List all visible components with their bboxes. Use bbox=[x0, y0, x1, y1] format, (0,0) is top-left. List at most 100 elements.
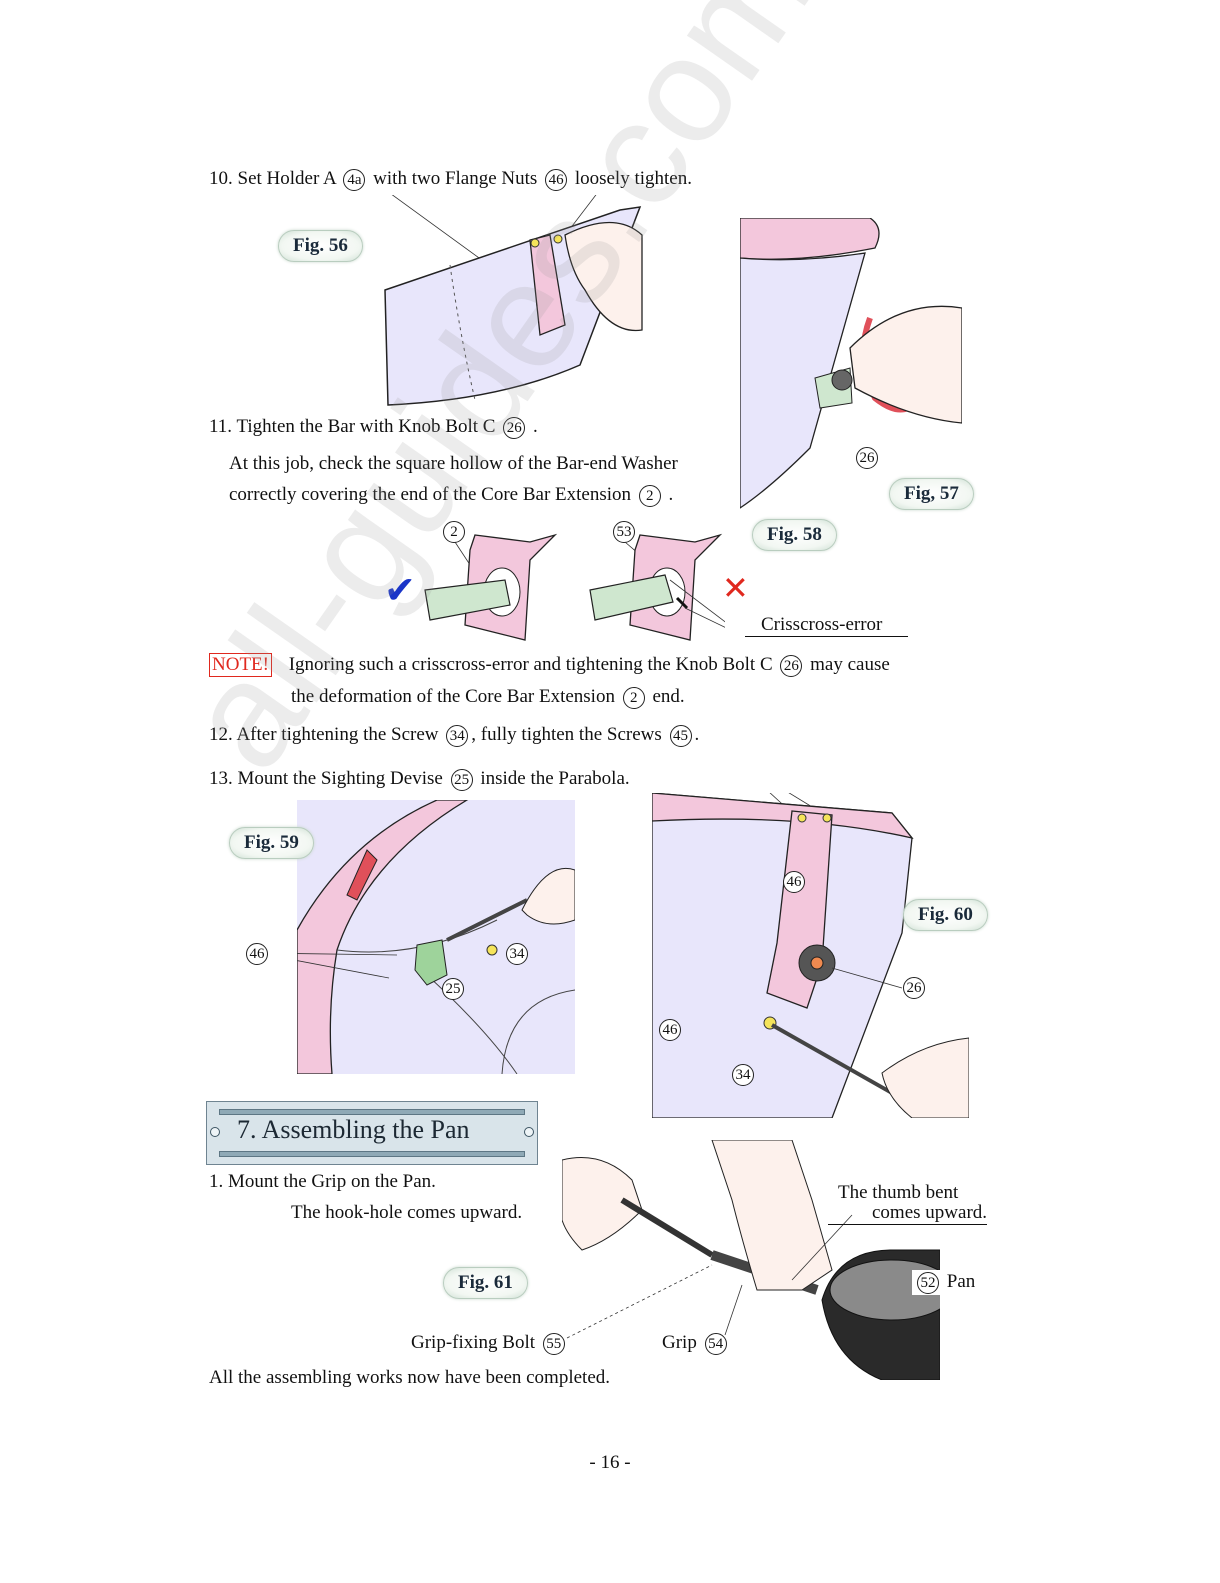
parabola-rim bbox=[740, 218, 880, 260]
fig-60-callout-46-bottom: 46 bbox=[659, 1019, 681, 1041]
pan-step-1: 1. Mount the Grip on the Pan. bbox=[209, 1171, 436, 1192]
flange-nut bbox=[530, 238, 540, 248]
part-number: 2 bbox=[622, 686, 645, 709]
fig-61-illustration bbox=[562, 1140, 940, 1380]
grip-callout: Grip 54 bbox=[662, 1332, 730, 1355]
leader-line bbox=[566, 1264, 713, 1339]
part-number: 46 bbox=[545, 168, 568, 191]
leader-line bbox=[684, 607, 725, 628]
fig-58-correct-illustration bbox=[424, 533, 558, 641]
panel-seam bbox=[449, 264, 476, 401]
hand bbox=[564, 221, 643, 332]
step-10: 10. Set Holder A 4a with two Flange Nuts… bbox=[209, 168, 692, 191]
part-number: 54 bbox=[704, 1332, 727, 1355]
leader-line bbox=[669, 579, 725, 623]
sighting-device bbox=[414, 939, 448, 986]
fig-56-label: Fig. 56 bbox=[278, 230, 363, 262]
fig-56-illustration bbox=[384, 195, 643, 406]
error-arrow bbox=[675, 596, 689, 610]
panel-seam bbox=[501, 989, 575, 1074]
screwdriver bbox=[446, 898, 528, 942]
panel-seam bbox=[426, 974, 518, 1074]
fig-57-label: Fig, 57 bbox=[889, 478, 974, 510]
heading-bolt-icon bbox=[210, 1127, 220, 1137]
part-number: 26 bbox=[780, 654, 803, 677]
knob-center bbox=[810, 956, 824, 970]
leader-line bbox=[791, 1214, 853, 1281]
step-11: 11. Tighten the Bar with Knob Bolt C 26 … bbox=[209, 416, 538, 439]
grip-fixing-bolt-callout: Grip-fixing Bolt 55 bbox=[411, 1332, 568, 1355]
heading-rail-top bbox=[219, 1109, 525, 1115]
note: NOTE! Ignoring such a crisscross-error a… bbox=[209, 653, 890, 677]
holder-a bbox=[529, 234, 566, 336]
screwdriver bbox=[620, 1197, 714, 1258]
fig-59-callout-25: 25 bbox=[442, 978, 464, 1000]
parabola-rim bbox=[297, 800, 469, 1074]
leader-line bbox=[724, 1284, 743, 1336]
step-12: 12. After tightening the Screw 34, fully… bbox=[209, 724, 700, 747]
screwdriver bbox=[771, 1023, 893, 1095]
fig-59-illustration bbox=[297, 800, 575, 1074]
flange-nut bbox=[822, 813, 832, 823]
fig-58-callout-53: 53 bbox=[613, 521, 635, 543]
part-number: 25 bbox=[450, 768, 473, 791]
fig-57-callout-26: 26 bbox=[856, 447, 878, 469]
heading-rail-bottom bbox=[219, 1151, 525, 1157]
part-number: 34 bbox=[446, 724, 469, 747]
step-11-detail-line-1: At this job, check the square hollow of … bbox=[229, 453, 678, 474]
part-number: 4a bbox=[343, 168, 366, 191]
fig-59-label: Fig. 59 bbox=[229, 827, 314, 859]
fig-59-callout-46: 46 bbox=[246, 943, 268, 965]
leader-line bbox=[788, 793, 823, 814]
fig-58-error-illustration bbox=[589, 533, 725, 641]
fig-60-callout-26: 26 bbox=[903, 977, 925, 999]
hand bbox=[881, 1037, 969, 1118]
core-bar-extension bbox=[424, 579, 511, 621]
fig-58-callout-2: 2 bbox=[443, 521, 465, 543]
part-number: 2 bbox=[638, 484, 661, 507]
thumb-note-line-2: comes upward. bbox=[828, 1202, 988, 1225]
part-number: 26 bbox=[503, 416, 526, 439]
parabola-panel bbox=[740, 252, 866, 509]
completion-text: All the assembling works now have been c… bbox=[209, 1367, 611, 1388]
part-number: 45 bbox=[669, 724, 692, 747]
page-number: - 16 - bbox=[589, 1452, 631, 1473]
section-title: 7. Assembling the Pan bbox=[237, 1115, 470, 1144]
core-bar-extension bbox=[589, 574, 674, 621]
background bbox=[297, 800, 575, 1074]
knob-bolt-c bbox=[831, 369, 853, 391]
fig-60-callout-46-top: 46 bbox=[783, 871, 805, 893]
fig-60-label: Fig. 60 bbox=[903, 899, 988, 931]
screw bbox=[486, 944, 498, 956]
pan-step-1-detail: The hook-hole comes upward. bbox=[291, 1202, 523, 1223]
flange-nut bbox=[553, 234, 563, 244]
thumb-note-line-1: The thumb bent bbox=[838, 1182, 959, 1203]
fig-57-illustration bbox=[740, 218, 962, 509]
note-label: NOTE! bbox=[209, 653, 272, 677]
step-11-detail-line-2: correctly covering the end of the Core B… bbox=[229, 484, 674, 507]
flange-nut bbox=[797, 813, 807, 823]
fig-59-callout-34: 34 bbox=[506, 943, 528, 965]
right-hand bbox=[711, 1140, 833, 1291]
left-hand bbox=[562, 1157, 643, 1251]
red-handle bbox=[346, 849, 378, 901]
leader-line bbox=[831, 967, 903, 989]
pan-callout: 52 Pan bbox=[912, 1270, 978, 1295]
hand bbox=[849, 305, 962, 424]
part-number: 52 bbox=[917, 1271, 939, 1294]
section-heading: 7. Assembling the Pan bbox=[206, 1101, 538, 1165]
fig-61-label: Fig. 61 bbox=[443, 1267, 528, 1299]
fig-60-illustration bbox=[652, 793, 969, 1118]
leader-line bbox=[297, 953, 398, 956]
correct-check-icon: ✔ bbox=[384, 570, 416, 612]
step-13: 13. Mount the Sighting Devise 25 inside … bbox=[209, 768, 630, 791]
crisscross-error-label: Crisscross-error bbox=[745, 614, 909, 637]
error-cross-icon: ✕ bbox=[722, 569, 749, 607]
hand bbox=[521, 868, 575, 925]
part-number: 55 bbox=[542, 1332, 565, 1355]
fig-58-label: Fig. 58 bbox=[752, 519, 837, 551]
heading-bolt-icon bbox=[524, 1127, 534, 1137]
leader-line bbox=[297, 960, 390, 979]
note-line-2: the deformation of the Core Bar Extensio… bbox=[291, 686, 685, 709]
fig-60-callout-34: 34 bbox=[732, 1064, 754, 1086]
